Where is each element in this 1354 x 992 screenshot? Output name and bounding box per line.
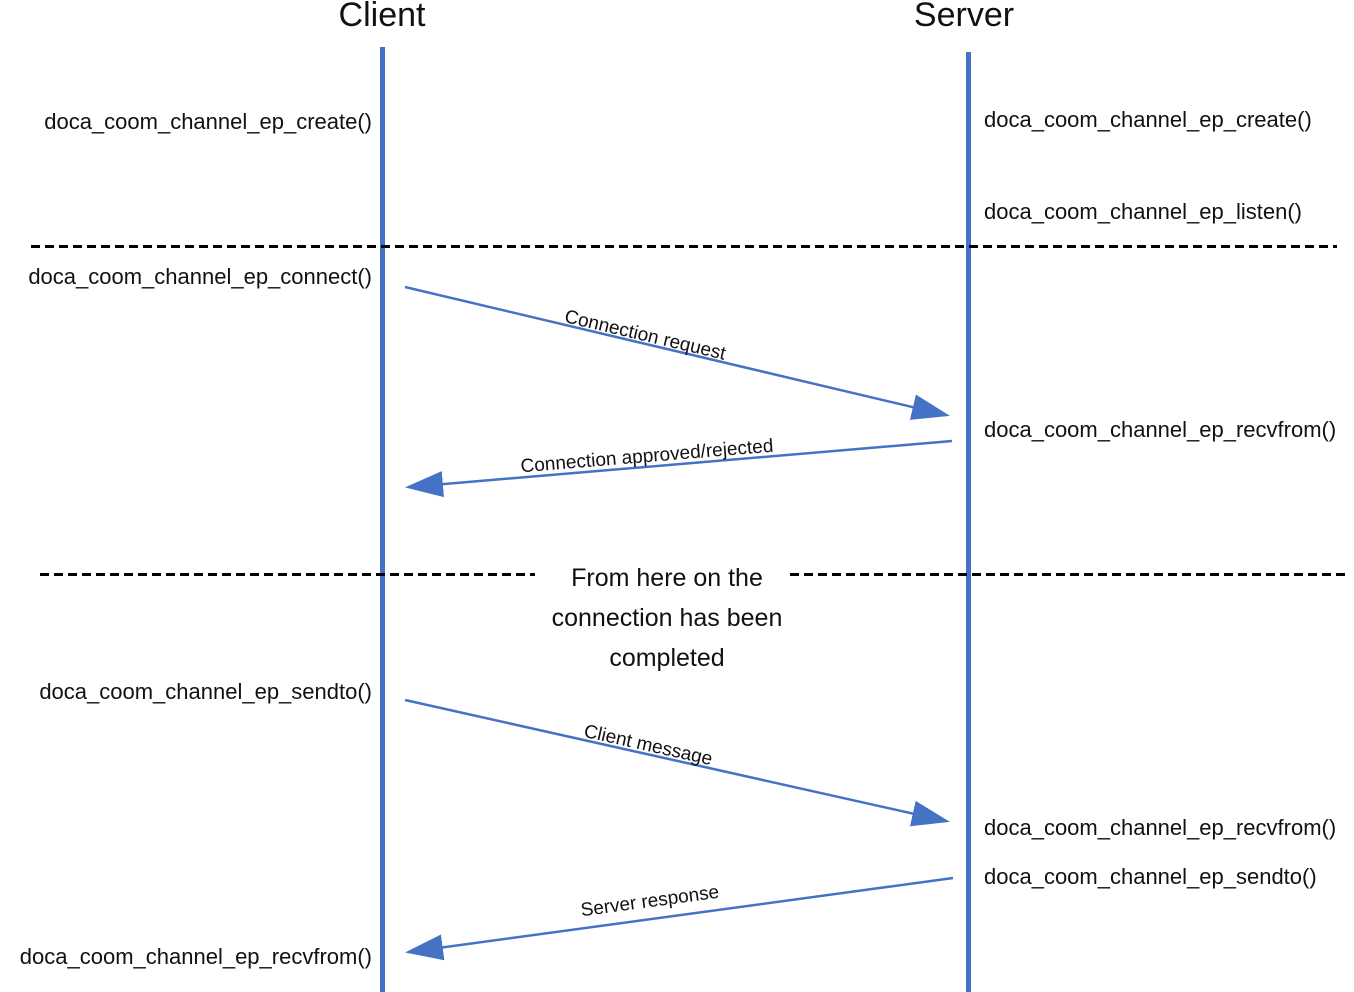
arrow-connection-request xyxy=(404,285,950,420)
server-call-ep-create: doca_coom_channel_ep_create() xyxy=(984,107,1312,132)
phase-separator-bottom-right xyxy=(790,573,1346,576)
server-lifeline-title: Server xyxy=(913,0,1015,34)
client-call-ep-recvfrom: doca_coom_channel_ep_recvfrom() xyxy=(19,944,372,969)
server-call-ep-sendto: doca_coom_channel_ep_sendto() xyxy=(984,864,1317,889)
client-call-ep-sendto: doca_coom_channel_ep_sendto() xyxy=(39,679,372,704)
client-lifeline xyxy=(380,47,385,992)
annotation-connection-completed: From here on the connection has been com… xyxy=(552,558,783,678)
client-call-ep-connect: doca_coom_channel_ep_connect() xyxy=(28,264,372,289)
arrow-connection-approved-rejected xyxy=(405,439,953,498)
arrow-server-response xyxy=(405,876,954,961)
client-call-ep-create: doca_coom_channel_ep_create() xyxy=(44,109,372,134)
server-lifeline xyxy=(966,52,971,992)
annotation-line-2: connection has been xyxy=(551,604,783,632)
annotation-line-3: completed xyxy=(609,644,725,672)
phase-separator-top xyxy=(31,245,1337,248)
server-call-ep-recvfrom-1: doca_coom_channel_ep_recvfrom() xyxy=(984,417,1337,442)
phase-separator-bottom-left xyxy=(40,573,535,576)
annotation-line-1: From here on the xyxy=(571,564,763,592)
client-lifeline-title: Client xyxy=(338,0,426,34)
server-call-ep-recvfrom-2: doca_coom_channel_ep_recvfrom() xyxy=(984,815,1337,840)
server-call-ep-listen: doca_coom_channel_ep_listen() xyxy=(984,199,1302,224)
arrow-client-message xyxy=(404,698,950,827)
